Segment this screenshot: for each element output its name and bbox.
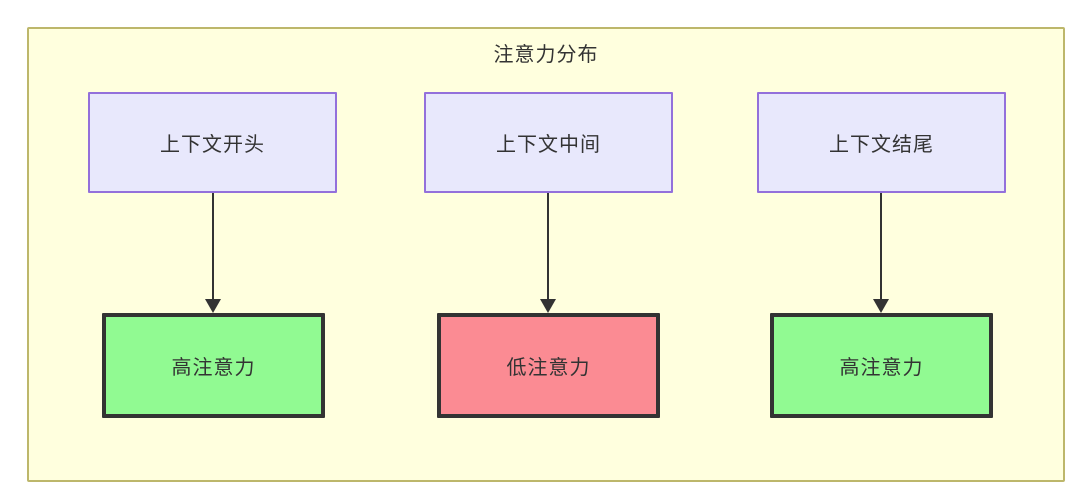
node-attn-high-end[interactable]: 高注意力 xyxy=(770,313,993,418)
node-ctx-end[interactable]: 上下文结尾 xyxy=(757,92,1006,193)
node-attn-high-start[interactable]: 高注意力 xyxy=(102,313,325,418)
subgraph-title: 注意力分布 xyxy=(493,44,599,66)
node-attn-low-middle[interactable]: 低注意力 xyxy=(437,313,660,418)
node-ctx-start[interactable]: 上下文开头 xyxy=(88,92,337,193)
node-ctx-middle[interactable]: 上下文中间 xyxy=(424,92,673,193)
